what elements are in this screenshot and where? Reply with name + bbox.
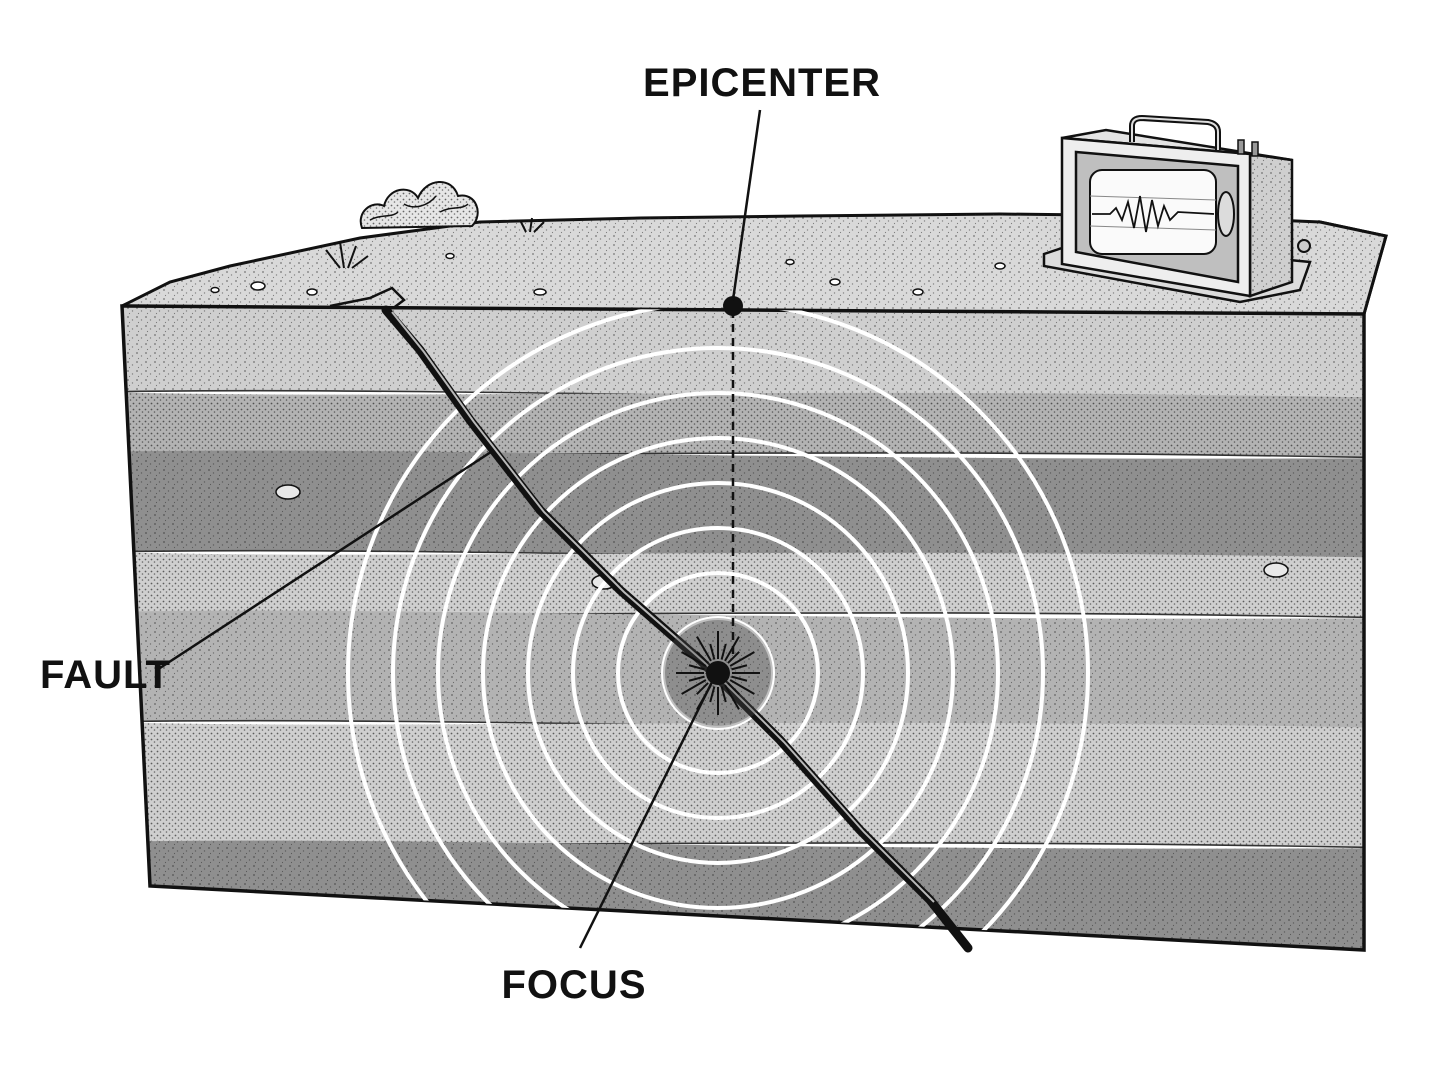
focus-ray <box>688 675 705 682</box>
block-outline <box>120 304 1366 952</box>
epicenter-point <box>723 296 743 660</box>
epicenter-label: EPICENTER <box>643 61 881 105</box>
focus-ray <box>729 651 755 667</box>
fault-leader <box>159 448 495 670</box>
wave-front <box>346 306 1090 950</box>
epicenter-leader <box>731 109 762 301</box>
focus-ray <box>688 664 705 671</box>
focus-ray <box>724 684 740 710</box>
seismic-waves <box>346 306 1090 950</box>
leader-lines <box>159 109 762 949</box>
focus-ray <box>709 643 716 660</box>
wave-front <box>661 616 775 730</box>
wave-front <box>526 481 910 865</box>
rock-texture <box>122 552 1364 618</box>
wave-front <box>571 526 865 820</box>
focus-point <box>663 618 773 728</box>
rock-pebble <box>275 484 301 500</box>
rock-texture <box>122 610 1364 729</box>
focus-ray <box>696 651 709 664</box>
seismograph-icon[interactable] <box>1042 115 1312 304</box>
focus-ray <box>720 643 727 660</box>
focus-leader <box>578 681 714 949</box>
rock-texture <box>122 722 1364 848</box>
focus-ray <box>731 675 748 682</box>
grass-icon <box>325 217 545 269</box>
shrub-icon <box>359 181 479 230</box>
focus-ray <box>696 682 709 695</box>
focus-ray <box>696 636 712 662</box>
wave-front <box>391 346 1045 950</box>
wave-front <box>436 391 1000 950</box>
fault-line <box>381 305 973 953</box>
focus-ray <box>681 679 707 695</box>
focus-ray <box>681 651 707 667</box>
rock-texture <box>122 392 1364 458</box>
strata-boundary <box>100 959 1400 967</box>
focus-ray <box>709 686 716 703</box>
focus-label: FOCUS <box>502 963 647 1007</box>
rock-texture <box>122 450 1364 559</box>
focus-ray <box>727 651 740 664</box>
rock-texture <box>122 306 1364 399</box>
fault-label: FAULT <box>40 653 171 697</box>
wave-front <box>481 436 955 910</box>
focus-ray <box>729 679 755 695</box>
wave-front <box>616 571 820 775</box>
focus-ray <box>727 682 740 695</box>
focus-ray <box>731 664 748 671</box>
rock-pebble <box>1263 562 1289 578</box>
focus-ray <box>720 686 727 703</box>
